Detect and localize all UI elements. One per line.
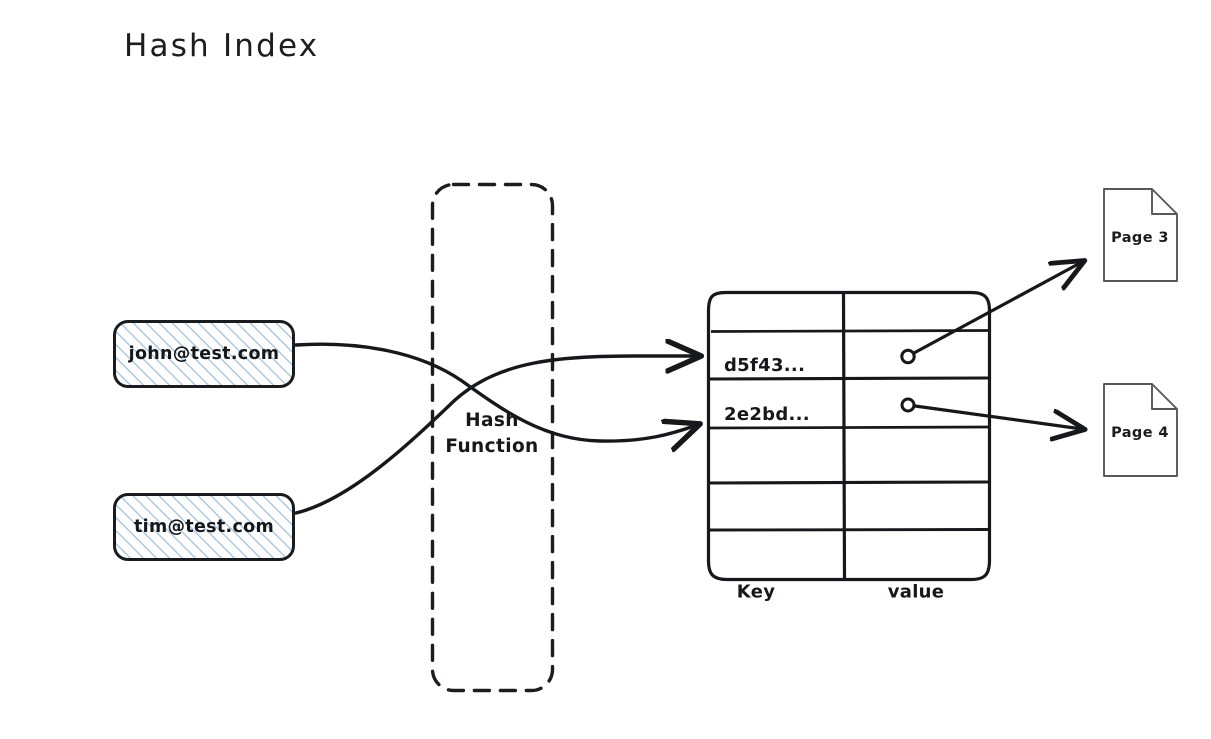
hash-function-label: Hash Function <box>431 408 553 460</box>
page-title: Hash Index <box>124 28 320 64</box>
hash-table: Key value d5f43... 2e2bd... <box>707 291 991 603</box>
hash-function-label-line1: Hash <box>465 410 519 431</box>
page-3-document <box>1103 188 1178 282</box>
page-3-label: Page 3 <box>1111 230 1169 246</box>
page-4-document <box>1103 383 1178 477</box>
input-key-label: john@test.com <box>128 344 280 364</box>
connector-input1-to-row2 <box>294 342 697 441</box>
table-header-value: value <box>887 581 945 603</box>
input-key-box-john[interactable]: john@test.com <box>113 320 295 388</box>
hash-function-container <box>430 182 555 693</box>
hash-table-outline <box>706 290 992 582</box>
hash-table-column-divider <box>841 293 847 579</box>
connector-row1-to-page3 <box>912 262 1082 355</box>
connector-row2-to-page4 <box>913 404 1082 429</box>
hash-function-label-line2: Function <box>445 436 539 457</box>
connector-input2-to-row1 <box>294 356 698 515</box>
hash-table-row-dividers <box>708 329 990 532</box>
input-key-box-tim[interactable]: tim@test.com <box>113 493 295 561</box>
page-4-label: Page 4 <box>1111 425 1169 441</box>
table-row-key-2: 2e2bd... <box>724 404 810 425</box>
row-1-value-pointer <box>900 348 916 365</box>
input-key-label: tim@test.com <box>134 517 274 537</box>
table-row-key-1: d5f43... <box>724 355 806 376</box>
table-header-key: Key <box>736 581 776 603</box>
